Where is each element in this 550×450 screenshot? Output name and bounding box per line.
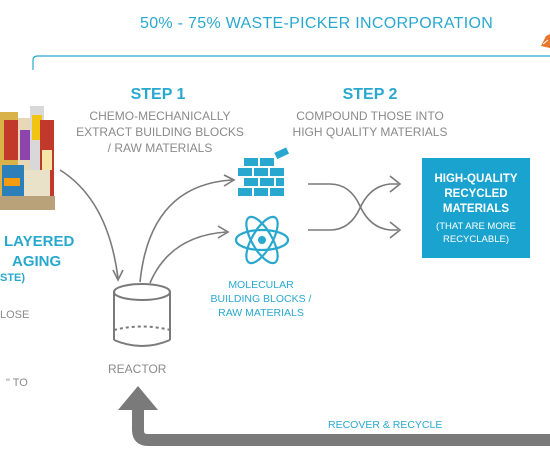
molecule-label-line: RAW MATERIALS xyxy=(218,307,304,319)
step2-title: STEP 2 xyxy=(342,86,398,103)
packaging-image xyxy=(0,106,55,210)
left-panel-text1: LOSE xyxy=(0,309,30,321)
reactor-cylinder-icon xyxy=(113,283,171,347)
output-box-note: (THAT ARE MORE RECYCLABLE) xyxy=(422,220,530,246)
step1-description: CHEMO-MECHANICALLY EXTRACT BUILDING BLOC… xyxy=(60,108,260,156)
molecule-label-line: BUILDING BLOCKS / xyxy=(210,293,312,305)
recycle-return-arrow xyxy=(118,386,550,446)
step2-description: COMPOUND THOSE INTO HIGH QUALITY MATERIA… xyxy=(272,108,468,140)
step1-desc-line: / RAW MATERIALS xyxy=(107,141,213,155)
header-title: 50% - 75% WASTE-PICKER INCORPORATION xyxy=(140,15,494,32)
step1-desc-line: CHEMO-MECHANICALLY xyxy=(89,109,231,123)
recover-recycle-label: RECOVER & RECYCLE xyxy=(328,419,443,431)
output-box: HIGH-QUALITY RECYCLED MATERIALS (THAT AR… xyxy=(422,158,530,258)
arrow-packaging-to-reactor xyxy=(59,169,119,279)
reactor-label: REACTOR xyxy=(108,362,167,376)
output-box-title-line: RECYCLED xyxy=(444,188,508,200)
hand-icon xyxy=(541,34,550,48)
output-box-note-line: RECYCLABLE) xyxy=(443,234,509,245)
molecule-label-line: MOLECULAR xyxy=(228,279,294,291)
step2-desc-line: HIGH QUALITY MATERIALS xyxy=(292,125,448,139)
left-title-line: AGING xyxy=(12,253,62,270)
step1-desc-line: EXTRACT BUILDING BLOCKS xyxy=(76,125,244,139)
crossing-arrows xyxy=(308,175,402,239)
step2-desc-line: COMPOUND THOSE INTO xyxy=(296,109,444,123)
output-box-title-line: MATERIALS xyxy=(442,203,510,215)
left-title-line: LAYERED xyxy=(4,233,75,250)
left-panel-title: LAYERED AGING xyxy=(4,232,74,272)
header-bracket xyxy=(32,55,550,70)
step1-title: STEP 1 xyxy=(130,86,186,103)
output-box-title-line: HIGH-QUALITY xyxy=(434,173,518,185)
brick-wall-icon xyxy=(238,147,290,196)
molecule-label: MOLECULAR BUILDING BLOCKS / RAW MATERIAL… xyxy=(196,278,326,320)
output-box-note-line: (THAT ARE MORE xyxy=(436,221,516,232)
atom-icon xyxy=(234,215,290,265)
arrow-reactor-to-bricks xyxy=(139,179,233,283)
left-panel-text2: " TO xyxy=(6,377,28,389)
arrow-reactor-to-atom xyxy=(149,231,227,284)
left-panel-sub: STE) xyxy=(0,272,26,284)
